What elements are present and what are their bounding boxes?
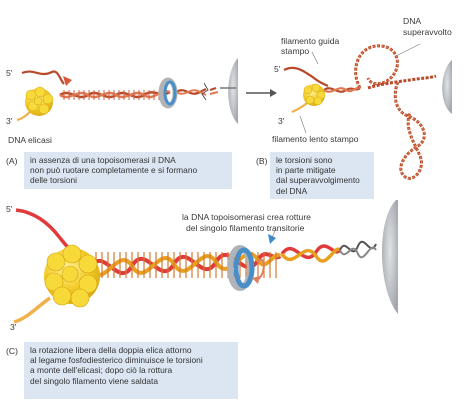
panel-b-letter: (B) (256, 156, 268, 166)
panel-a-5prime-label: 5' (6, 68, 13, 78)
panel-b-supercoil-label-2: superavvolto (403, 27, 452, 37)
panel-b-leading-label-1: filamento guida (281, 36, 340, 46)
panel-b-supercoil-label-1: DNA (403, 16, 422, 26)
caption-line: la rotazione libera della doppia elica a… (30, 345, 192, 355)
caption-line: al legame fosfodiesterico diminuisce le … (30, 355, 203, 366)
panel-a-letter: (A) (6, 156, 18, 166)
panel-b-3prime-label: 3' (278, 116, 285, 126)
panel-c-5prime-label: 5' (6, 204, 13, 214)
panel-c-3prime-label: 3' (10, 322, 17, 332)
rotation-arrow-a (63, 76, 72, 86)
panel-b-drawing (283, 43, 452, 180)
panel-a-caption: in assenza di una topoisomerasi il DNA n… (24, 152, 232, 189)
panel-a-helicase-label: DNA elicasi (8, 135, 52, 145)
panel-c-topo-label-1: la DNA topoisomerasi crea rotture (182, 212, 311, 222)
anchor-a (228, 58, 238, 124)
panel-c-letter: (C) (6, 346, 18, 356)
anchor-c (381, 200, 398, 314)
panel-c-topo-label-2: del singolo filamento transitorie (186, 223, 305, 233)
panel-b-lagging-label: filamento lento stampo (272, 134, 359, 144)
panel-b-leading-label-2: stampo (281, 46, 310, 56)
panel-a-3prime-label: 3' (6, 116, 13, 126)
panel-a-drawing (16, 58, 238, 124)
caption-line: in parte mitigate (276, 165, 336, 176)
caption-line: del singolo filamento viene saldata (30, 375, 159, 386)
panel-b-5prime-label: 5' (274, 64, 281, 74)
caption-line: le torsioni sono (276, 155, 333, 165)
anchor-b (442, 60, 452, 114)
panel-c-caption: la rotazione libera della doppia elica a… (24, 342, 238, 399)
panel-b-caption: le torsioni sono in parte mitigate dal s… (270, 152, 374, 199)
panel-c-drawing (13, 200, 398, 324)
caption-line: delle torsioni (30, 175, 78, 186)
caption-line: dal superavvolgimento (276, 175, 360, 186)
caption-line: a monte dell'elicasi; dopo ciò la rottur… (30, 365, 173, 376)
caption-line: in assenza di una topoisomerasi il DNA (30, 155, 176, 165)
caption-line: del DNA (276, 185, 308, 196)
nick-marker (268, 234, 276, 244)
caption-line: non può ruotare completamente e si forma… (30, 165, 198, 176)
